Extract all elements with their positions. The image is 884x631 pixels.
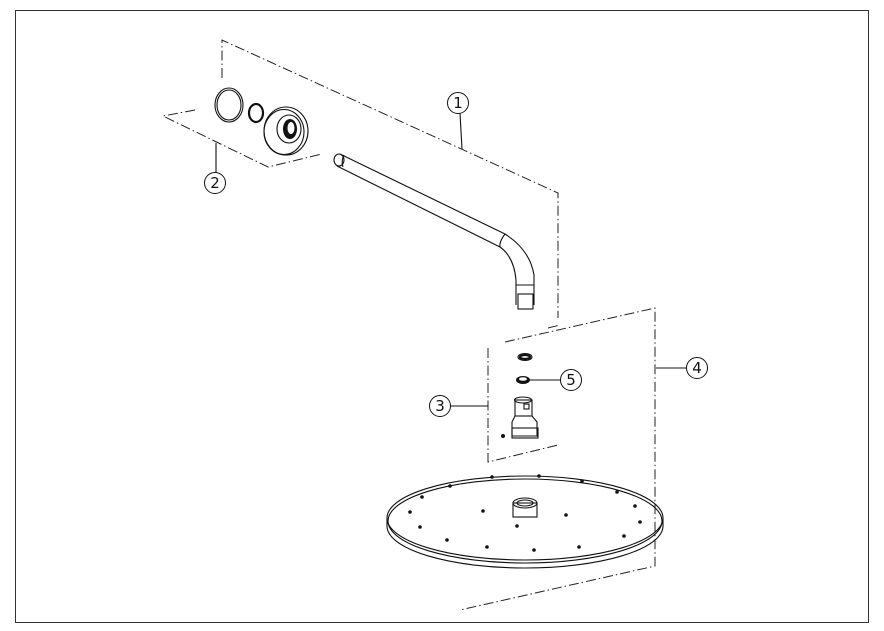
frame-border [15, 10, 869, 623]
callout-2: 2 [204, 143, 226, 194]
callout-2-label: 2 [210, 174, 220, 192]
callout-3: 3 [429, 395, 488, 417]
shower-head-disc [386, 474, 664, 569]
shower-arm [333, 153, 535, 310]
group-4-outline [459, 307, 656, 611]
nozzle-holes [408, 474, 642, 552]
callout-5: 5 [530, 369, 582, 391]
callout-4: 4 [656, 357, 708, 379]
callout-3-label: 3 [435, 397, 445, 415]
group-1-outline [221, 39, 561, 329]
callout-5-label: 5 [566, 371, 576, 389]
group-3-outline [487, 348, 559, 463]
connector-parts [501, 352, 539, 439]
callout-4-label: 4 [692, 359, 702, 377]
callout-1: 1 [447, 92, 469, 150]
group-2-outline [161, 109, 323, 168]
callout-1-label: 1 [453, 94, 463, 112]
wall-flange-parts [214, 87, 309, 156]
